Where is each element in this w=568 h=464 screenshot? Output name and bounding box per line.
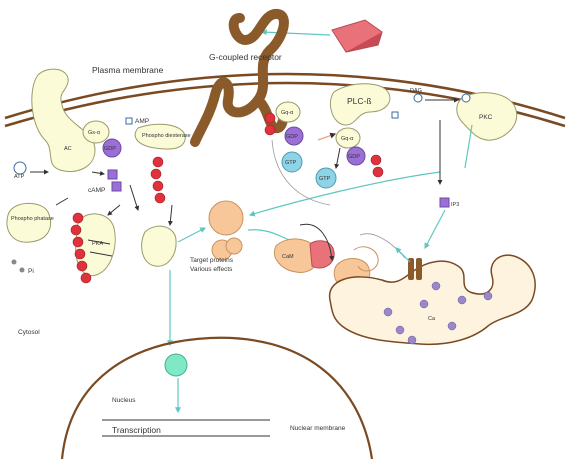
pkc-down-line (465, 125, 472, 168)
cytosol-label: Cytosol (18, 329, 40, 336)
phosphatase-arrow (56, 198, 68, 205)
gs-alpha-label: Gs-α (88, 130, 101, 136)
hormone-binding-arrow (262, 32, 330, 35)
ip3-label: IP3 (451, 202, 459, 208)
camp-square-a (108, 170, 117, 179)
arrow-gq-to-gtp (336, 148, 340, 168)
arrow-ip3-to-er (425, 210, 445, 248)
gq-alpha-b-label: Gq-α (341, 136, 354, 142)
target-protein-ball-top (209, 201, 243, 235)
gdp-label-a: GDP (104, 146, 116, 152)
red-subunit-plc (371, 155, 383, 177)
pka-label: PKA (92, 241, 103, 247)
gtp-label-b: GTP (319, 176, 331, 182)
transcription-label: Transcription (112, 425, 161, 435)
camp-arrow (92, 172, 104, 174)
dag-label: DAG (410, 88, 422, 94)
arrow-target-to-calmodulin (248, 230, 290, 240)
camp-label: cAMP (88, 187, 105, 194)
gdp-label-b: GDP (286, 134, 298, 140)
target-label-2: Various effects (190, 266, 233, 273)
ca-label: Ca (428, 316, 436, 322)
pka-complex (71, 213, 115, 283)
pkc-label: PKC (479, 114, 493, 121)
nuclear-factor (165, 354, 187, 376)
arrow-to-pka (130, 185, 138, 210)
pi-label: Pi (28, 268, 34, 275)
plc-label: PLC-ß (347, 96, 372, 106)
arrow-to-catalytic (170, 205, 172, 225)
phospho-left-label: Phospho diesterase (142, 133, 191, 139)
plasma-membrane-label: Plasma membrane (92, 65, 164, 75)
arrow-to-target (178, 228, 205, 242)
hormone-ligand (332, 20, 382, 52)
phosphatase-enzyme (7, 203, 51, 242)
phosphatase-label-1: Phospho phatase (11, 216, 54, 222)
nuclear-membrane-label: Nuclear membrane (290, 425, 346, 432)
pka-catalytic (142, 226, 176, 266)
red-chain-middle (151, 157, 165, 203)
adenylate-cyclase (32, 69, 95, 171)
atp-label: ATP (14, 174, 25, 180)
pi-dot-a (12, 260, 17, 265)
gdp-label-c: GDP (348, 154, 360, 160)
target-label-1: Target proteins (190, 257, 234, 264)
gq-alpha-a-label: Gq-α (281, 110, 294, 116)
amp-square (126, 118, 132, 124)
camp-square-b (112, 182, 121, 191)
arrow-gq-activation (318, 134, 335, 140)
dag-circle (414, 94, 422, 102)
ip3-square (440, 198, 449, 207)
arrow-ca-release (396, 248, 410, 262)
target-protein-ball-b (226, 238, 242, 254)
pkc-dag-circle (462, 94, 470, 102)
amp-label: AMP (135, 118, 149, 125)
pip2-square (392, 112, 398, 118)
atp-circle (14, 162, 26, 174)
ac-label: AC (64, 146, 72, 152)
nuclear-membrane (62, 338, 372, 459)
gpcr-label: G-coupled receptor (209, 52, 282, 62)
svg-text:CaM: CaM (282, 254, 294, 260)
grey-connector-b (360, 234, 405, 258)
arrow-pkc-to-target (250, 172, 440, 215)
nucleus-label: Nucleus (112, 397, 136, 404)
pi-dot-b (20, 268, 25, 273)
gtp-label-a: GTP (285, 160, 297, 166)
arrow-to-pka-left (108, 205, 120, 215)
